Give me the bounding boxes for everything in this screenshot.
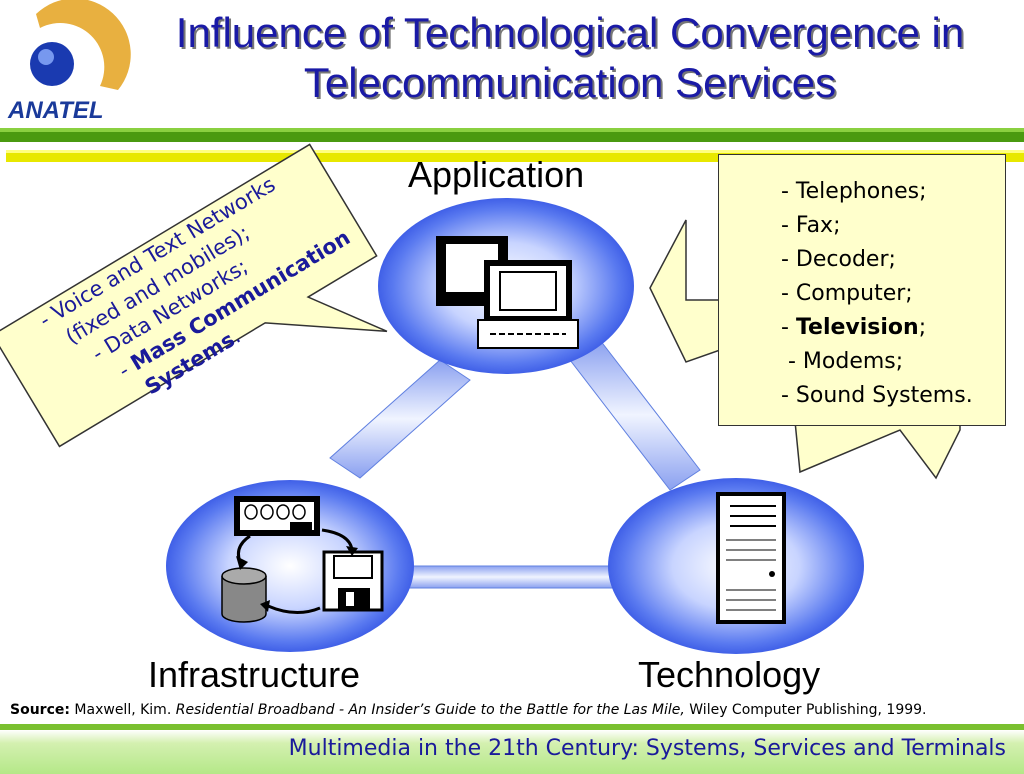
source-author: Maxwell, Kim. — [69, 702, 176, 718]
slide-title-line2: Telecommunication Services — [303, 59, 837, 106]
computer-icon — [477, 260, 579, 349]
application-label: Application — [408, 154, 585, 195]
technology-label: Technology — [638, 654, 821, 695]
triangle-connectors — [329, 339, 701, 589]
floppy-icon — [322, 550, 384, 612]
list-item: - Modems; — [781, 349, 904, 374]
list-item: - Fax; — [781, 213, 841, 238]
database-icon — [221, 567, 267, 623]
source-citation: Source: Maxwell, Kim. Residential Broadb… — [10, 702, 927, 718]
footer-text: Multimedia in the 21th Century: Systems,… — [288, 736, 1006, 761]
tv-bold: Television — [795, 315, 919, 340]
list-item: - Sound Systems. — [781, 383, 973, 408]
source-book: Residential Broadband - An Insider’s Gui… — [175, 702, 685, 718]
slide-title: Influence of Technological Convergence i… — [120, 8, 1020, 108]
source-publisher: Wiley Computer Publishing, 1999. — [684, 702, 927, 718]
list-item: - Decoder; — [781, 247, 896, 272]
tv-prefix: - — [781, 315, 796, 340]
terminals-list-box: - Telephones; - Fax; - Decoder; - Comput… — [718, 154, 1006, 426]
left-arrow-box — [0, 143, 388, 448]
footer-bar — [0, 724, 1024, 774]
anatel-logo: ANATEL — [7, 0, 131, 124]
tv-suffix: ; — [918, 315, 927, 340]
server-icon — [716, 492, 786, 624]
left-box-text: - Voice and Text Networks (fixed and mob… — [0, 0, 354, 399]
cycle-arrows — [236, 528, 358, 614]
list-item: - Telephones; — [781, 179, 927, 204]
source-label: Source: — [10, 702, 70, 718]
logo-text: ANATEL — [7, 97, 104, 124]
infrastructure-label: Infrastructure — [148, 654, 361, 695]
list-item-television: - Television; — [781, 311, 1005, 345]
list-item: - Computer; — [781, 281, 913, 306]
modem-icon — [234, 496, 320, 536]
slide-title-line1: Influence of Technological Convergence i… — [175, 9, 965, 56]
